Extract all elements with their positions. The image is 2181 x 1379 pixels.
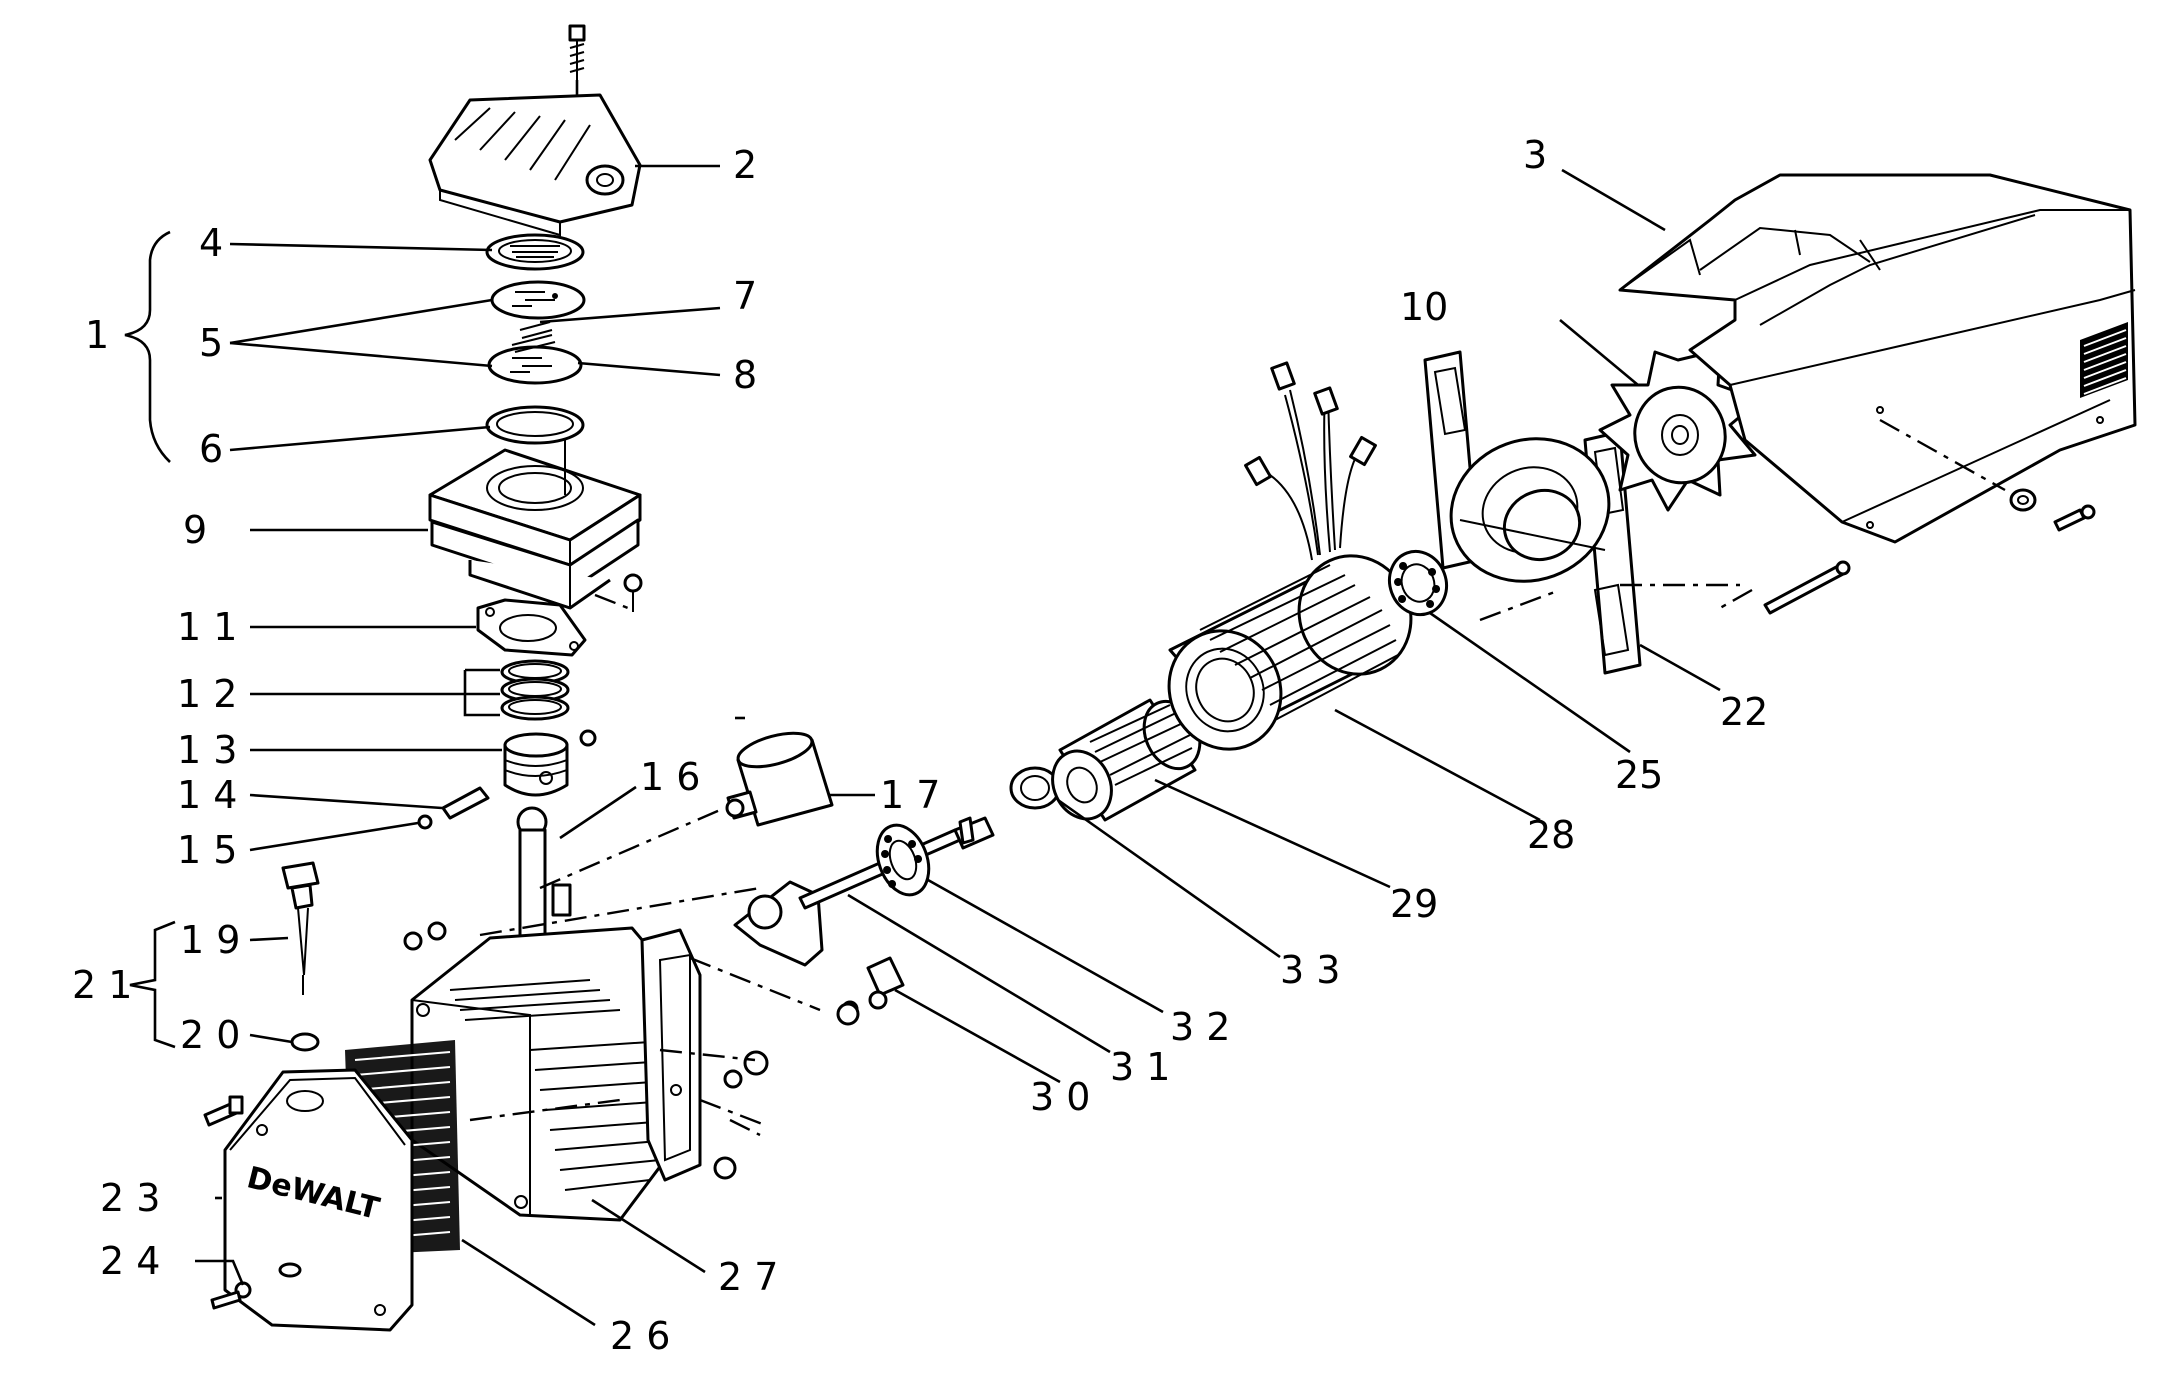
leader-lines bbox=[124, 164, 1721, 1327]
pin-clip bbox=[417, 814, 433, 830]
dipstick-o-ring bbox=[290, 1032, 320, 1052]
callout-17: 1 7 bbox=[880, 773, 940, 817]
callout-32: 3 2 bbox=[1170, 1005, 1230, 1049]
piston bbox=[503, 729, 597, 797]
cooling-fan bbox=[1598, 348, 1762, 512]
callout-2: 2 bbox=[733, 143, 757, 187]
motor-end-bell bbox=[1423, 350, 1642, 675]
drain-screw bbox=[210, 1281, 252, 1310]
callout-10: 10 bbox=[1400, 285, 1448, 329]
rotor bbox=[1051, 698, 1202, 822]
callout-31: 3 1 bbox=[1110, 1045, 1170, 1089]
crankcase bbox=[410, 926, 702, 1222]
cylinder-head-cover bbox=[428, 93, 642, 237]
callout-24: 2 4 bbox=[100, 1239, 160, 1283]
callout-29: 29 bbox=[1390, 882, 1438, 926]
callout-7: 7 bbox=[733, 274, 757, 318]
callout-12: 1 2 bbox=[177, 672, 237, 716]
parts-drawing: DeWALT bbox=[203, 24, 2137, 1332]
dipstick bbox=[281, 861, 320, 995]
valve-plate-lower bbox=[487, 334, 583, 385]
fan-shroud bbox=[1618, 173, 2137, 544]
callout-20: 2 0 bbox=[180, 1013, 240, 1057]
reed-valve bbox=[519, 321, 553, 339]
callout-16: 1 6 bbox=[640, 755, 700, 799]
callout-5: 5 bbox=[199, 321, 223, 365]
side-cover-screw bbox=[203, 1095, 244, 1127]
callout-21: 2 1 bbox=[72, 963, 132, 1007]
air-filter bbox=[725, 731, 834, 827]
callout-9: 9 bbox=[183, 508, 207, 552]
crankshaft-bearing bbox=[875, 823, 931, 897]
head-gasket bbox=[485, 233, 585, 271]
callout-19: 1 9 bbox=[180, 918, 240, 962]
shroud-fasteners bbox=[2009, 488, 2096, 532]
cylinder-gasket bbox=[485, 405, 585, 445]
callout-1: 1 bbox=[85, 313, 109, 357]
unloader-valve bbox=[836, 956, 905, 1026]
callout-4: 4 bbox=[199, 221, 223, 265]
callout-11: 1 1 bbox=[177, 605, 237, 649]
valve-plate-upper bbox=[490, 280, 586, 320]
callout-22: 22 bbox=[1720, 690, 1768, 734]
crankshaft bbox=[733, 816, 995, 967]
callout-14: 1 4 bbox=[177, 773, 237, 817]
callout-3: 3 bbox=[1523, 133, 1547, 177]
wrist-pin bbox=[441, 786, 490, 820]
callout-15: 1 5 bbox=[177, 828, 237, 872]
callout-33: 3 3 bbox=[1280, 948, 1340, 992]
cylinder-screw bbox=[594, 573, 643, 612]
cylinder-base-gasket bbox=[476, 598, 587, 657]
assembly-lines bbox=[469, 418, 2006, 1137]
callout-8: 8 bbox=[733, 353, 757, 397]
callout-26: 2 6 bbox=[610, 1314, 670, 1358]
callout-27: 2 7 bbox=[718, 1255, 778, 1299]
through-bolt bbox=[1763, 560, 1851, 615]
callout-25: 25 bbox=[1615, 753, 1663, 797]
callout-13: 1 3 bbox=[177, 728, 237, 772]
cylinder bbox=[428, 440, 642, 610]
side-cover: DeWALT bbox=[223, 1068, 414, 1332]
stator bbox=[1167, 361, 1413, 751]
callout-6: 6 bbox=[199, 427, 223, 471]
callout-23: 2 3 bbox=[100, 1176, 160, 1220]
callout-28: 28 bbox=[1527, 813, 1575, 857]
motor-bearing bbox=[1388, 549, 1448, 617]
callout-30: 3 0 bbox=[1030, 1075, 1090, 1119]
piston-rings bbox=[500, 659, 570, 721]
callout-labels: 1 2 3 4 5 6 7 8 9 10 1 1 1 2 1 3 1 4 1 5… bbox=[72, 133, 1768, 1358]
